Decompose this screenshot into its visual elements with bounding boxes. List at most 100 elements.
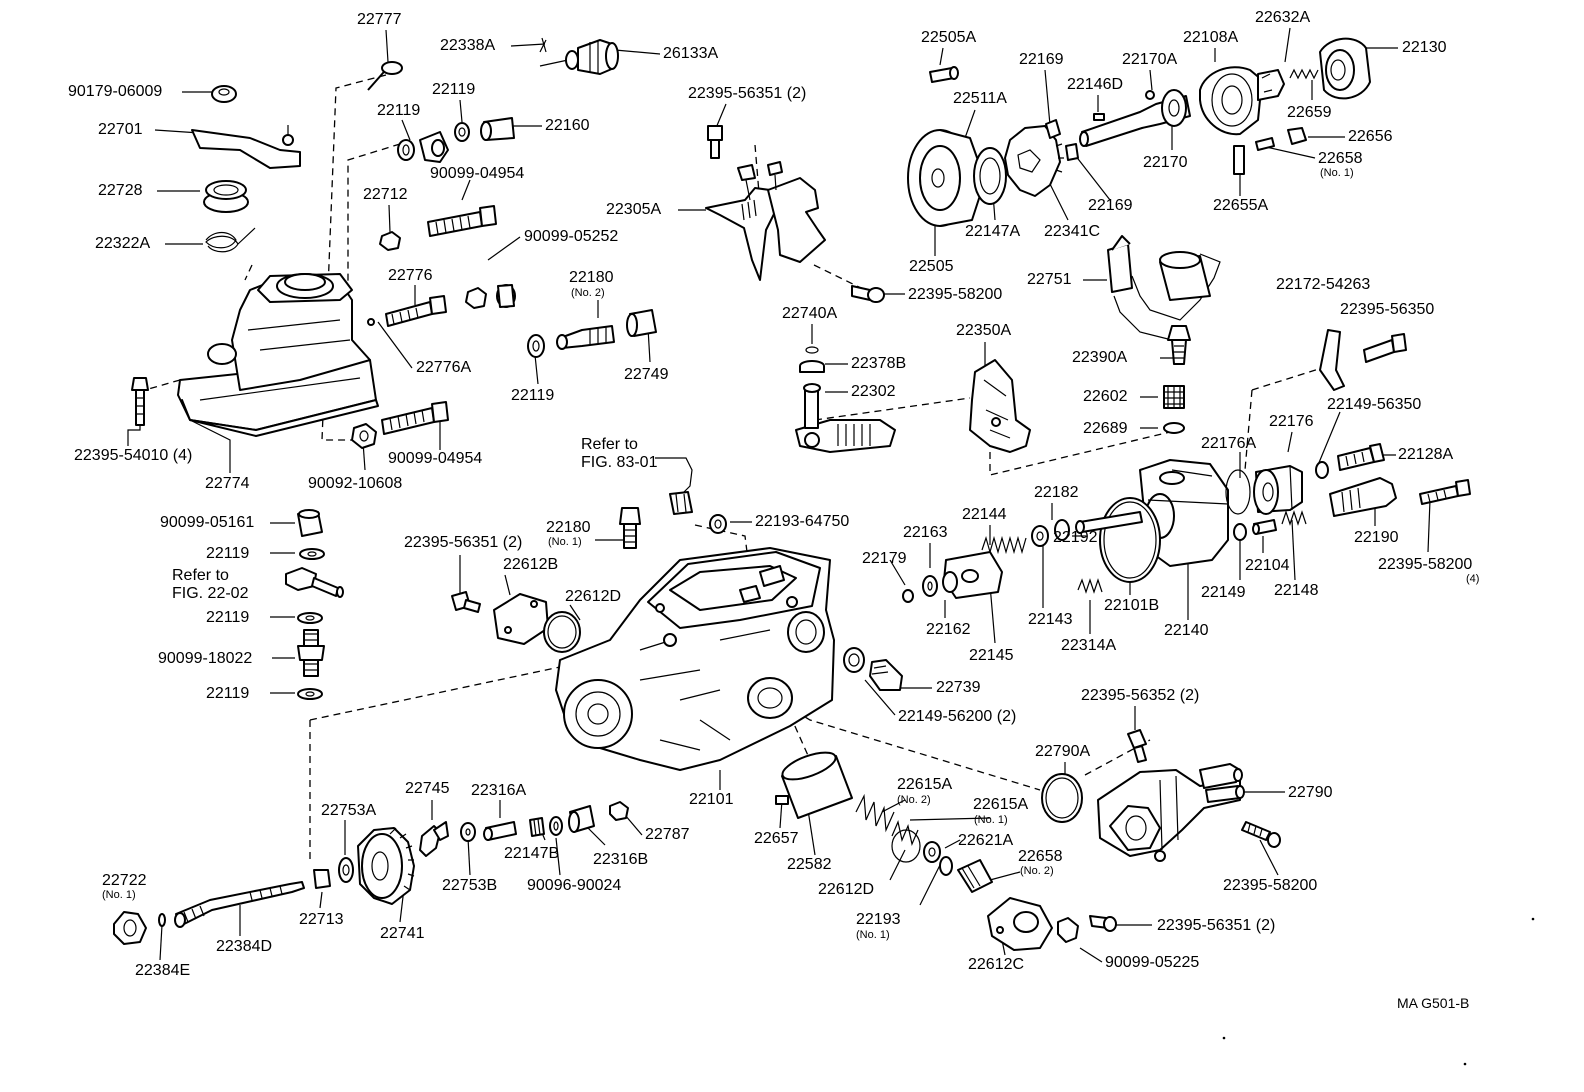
part-22689-washer [1163, 422, 1185, 434]
part-label-l22128A: 22128A [1398, 446, 1454, 463]
part-22395-54010-bolt [131, 377, 149, 426]
part-label-l22712: 22712 [363, 186, 408, 203]
part-label-l22612Da: 22612D [565, 588, 622, 605]
part-label-l22149_56350: 22149-56350 [1327, 396, 1422, 413]
part-22119-washer-e [297, 612, 323, 624]
part-label-l22314A: 22314A [1061, 637, 1117, 654]
qualifier-s22722: (No. 1) [102, 889, 136, 901]
part-banjo-fitting [285, 567, 344, 598]
part-label-l22384E: 22384E [135, 962, 191, 979]
part-22395-56352-bolt [1127, 729, 1147, 763]
part-22169-key-a [1045, 119, 1061, 139]
part-22119-washer-b [454, 122, 470, 142]
part-label-l22101: 22101 [689, 791, 734, 808]
part-22615A-spring-no2 [855, 793, 895, 833]
part-label-l22787: 22787 [645, 826, 690, 843]
part-label-l22657: 22657 [754, 830, 799, 847]
part-label-l22790: 22790 [1288, 784, 1333, 801]
part-label-l90179: 90179-06009 [68, 83, 163, 100]
part-label-l22180_2: 22180 [569, 269, 614, 286]
part-22146D-key [1093, 113, 1105, 121]
part-label-l22390A: 22390A [1072, 349, 1128, 366]
part-label-l22147A: 22147A [965, 223, 1021, 240]
part-22147A-ring [973, 147, 1007, 205]
part-label-l22612B: 22612B [503, 556, 559, 573]
part-label-l22119b: 22119 [432, 81, 476, 98]
part-22787-screw [609, 801, 629, 821]
part-label-l22145: 22145 [969, 647, 1014, 664]
part-label-l22350A: 22350A [956, 322, 1012, 339]
part-22753A-washer [338, 857, 354, 883]
part-label-l90099_04954b: 90099-04954 [388, 450, 483, 467]
qualifier-s22615A_1: (No. 1) [974, 814, 1008, 826]
part-label-l22713: 22713 [299, 911, 344, 928]
part-22776-screw [385, 295, 447, 327]
part-22128A-screw [1337, 443, 1385, 471]
part-22612D-oring-b [891, 829, 921, 863]
qualifier-s22193_1: (No. 1) [856, 929, 890, 941]
part-label-l22689: 22689 [1083, 420, 1128, 437]
part-22582-piston [781, 751, 853, 819]
part-label-l22316B: 22316B [593, 851, 649, 868]
part-22612D-oring-a [543, 611, 581, 653]
part-22713-key [313, 869, 331, 889]
part-22395-56351-bolt-c [1089, 915, 1117, 932]
part-22632A-rotor [1257, 69, 1285, 101]
part-fig83-pipe [655, 457, 693, 515]
part-22395-56351-bolt-b [451, 591, 481, 613]
part-22659-spring [1289, 68, 1319, 80]
part-label-l22395_56351b: 22395-56351 (2) [404, 534, 523, 551]
part-90092-nut [351, 423, 377, 449]
part-22615A-spring-no1 [891, 820, 919, 846]
part-label-l22658_1: 22658 [1318, 150, 1363, 167]
part-22162-washer [942, 571, 958, 593]
part-22149-washer [1233, 523, 1247, 541]
part-label-l22395_56350: 22395-56350 [1340, 301, 1435, 318]
part-label-l22169a: 22169 [1019, 51, 1064, 68]
part-label-l22305A: 22305A [606, 201, 662, 218]
part-label-l22615A_1: 22615A [973, 796, 1029, 813]
part-label-l22395_58200a: 22395-58200 [908, 286, 1003, 303]
part-label-l22119e: 22119 [206, 609, 250, 626]
part-22170A-ring [1145, 90, 1155, 100]
part-90096-bearing [549, 816, 563, 836]
part-label-l22108A: 22108A [1183, 29, 1239, 46]
part-label-l22176A: 22176A [1201, 435, 1257, 452]
part-label-l22162: 22162 [926, 621, 971, 638]
part-22101-pump-body [555, 547, 835, 771]
part-label-l22104: 22104 [1245, 557, 1290, 574]
part-22108A-housing [1199, 66, 1263, 136]
part-22722-nut [113, 911, 147, 945]
part-label-l22169b: 22169 [1088, 197, 1133, 214]
part-22701-lever [191, 125, 301, 169]
part-label-l22774: 22774 [205, 475, 250, 492]
part-22740A-ring [805, 346, 819, 354]
part-label-l22395_56351a: 22395-56351 (2) [688, 85, 807, 102]
part-22160-plug [480, 117, 515, 141]
part-22621A-ring [923, 841, 941, 863]
part-22148-spring [1281, 510, 1307, 526]
part-label-l22612C: 22612C [968, 956, 1025, 973]
part-label-l22751: 22751 [1027, 271, 1072, 288]
part-label-l22739: 22739 [936, 679, 981, 696]
part-label-l22130: 22130 [1402, 39, 1447, 56]
part-22612C-cover [987, 897, 1053, 951]
part-label-l22777: 22777 [357, 11, 402, 28]
part-22728-seal [203, 180, 249, 213]
part-22384D-shaft [174, 881, 305, 928]
part-label-l22163: 22163 [903, 524, 948, 541]
part-22657-pin [775, 795, 789, 805]
part-label-l22172: 22172-54263 [1276, 276, 1371, 293]
part-22130-cover [1319, 37, 1371, 100]
part-label-l90096: 90096-90024 [527, 877, 622, 894]
qualifier-s22180_2: (No. 2) [571, 287, 605, 299]
stray-marks [1222, 917, 1535, 1066]
part-label-l22511A: 22511A [953, 90, 1007, 107]
part-90099-04954-bolt-b [381, 401, 449, 435]
part-label-l22722: 22722 [102, 872, 147, 889]
part-label-l22776A: 22776A [416, 359, 472, 376]
part-22144-spring [981, 535, 1027, 555]
qualifier-s22658_2: (No. 2) [1020, 865, 1054, 877]
part-label-l22193_64750: 22193-64750 [755, 513, 850, 530]
